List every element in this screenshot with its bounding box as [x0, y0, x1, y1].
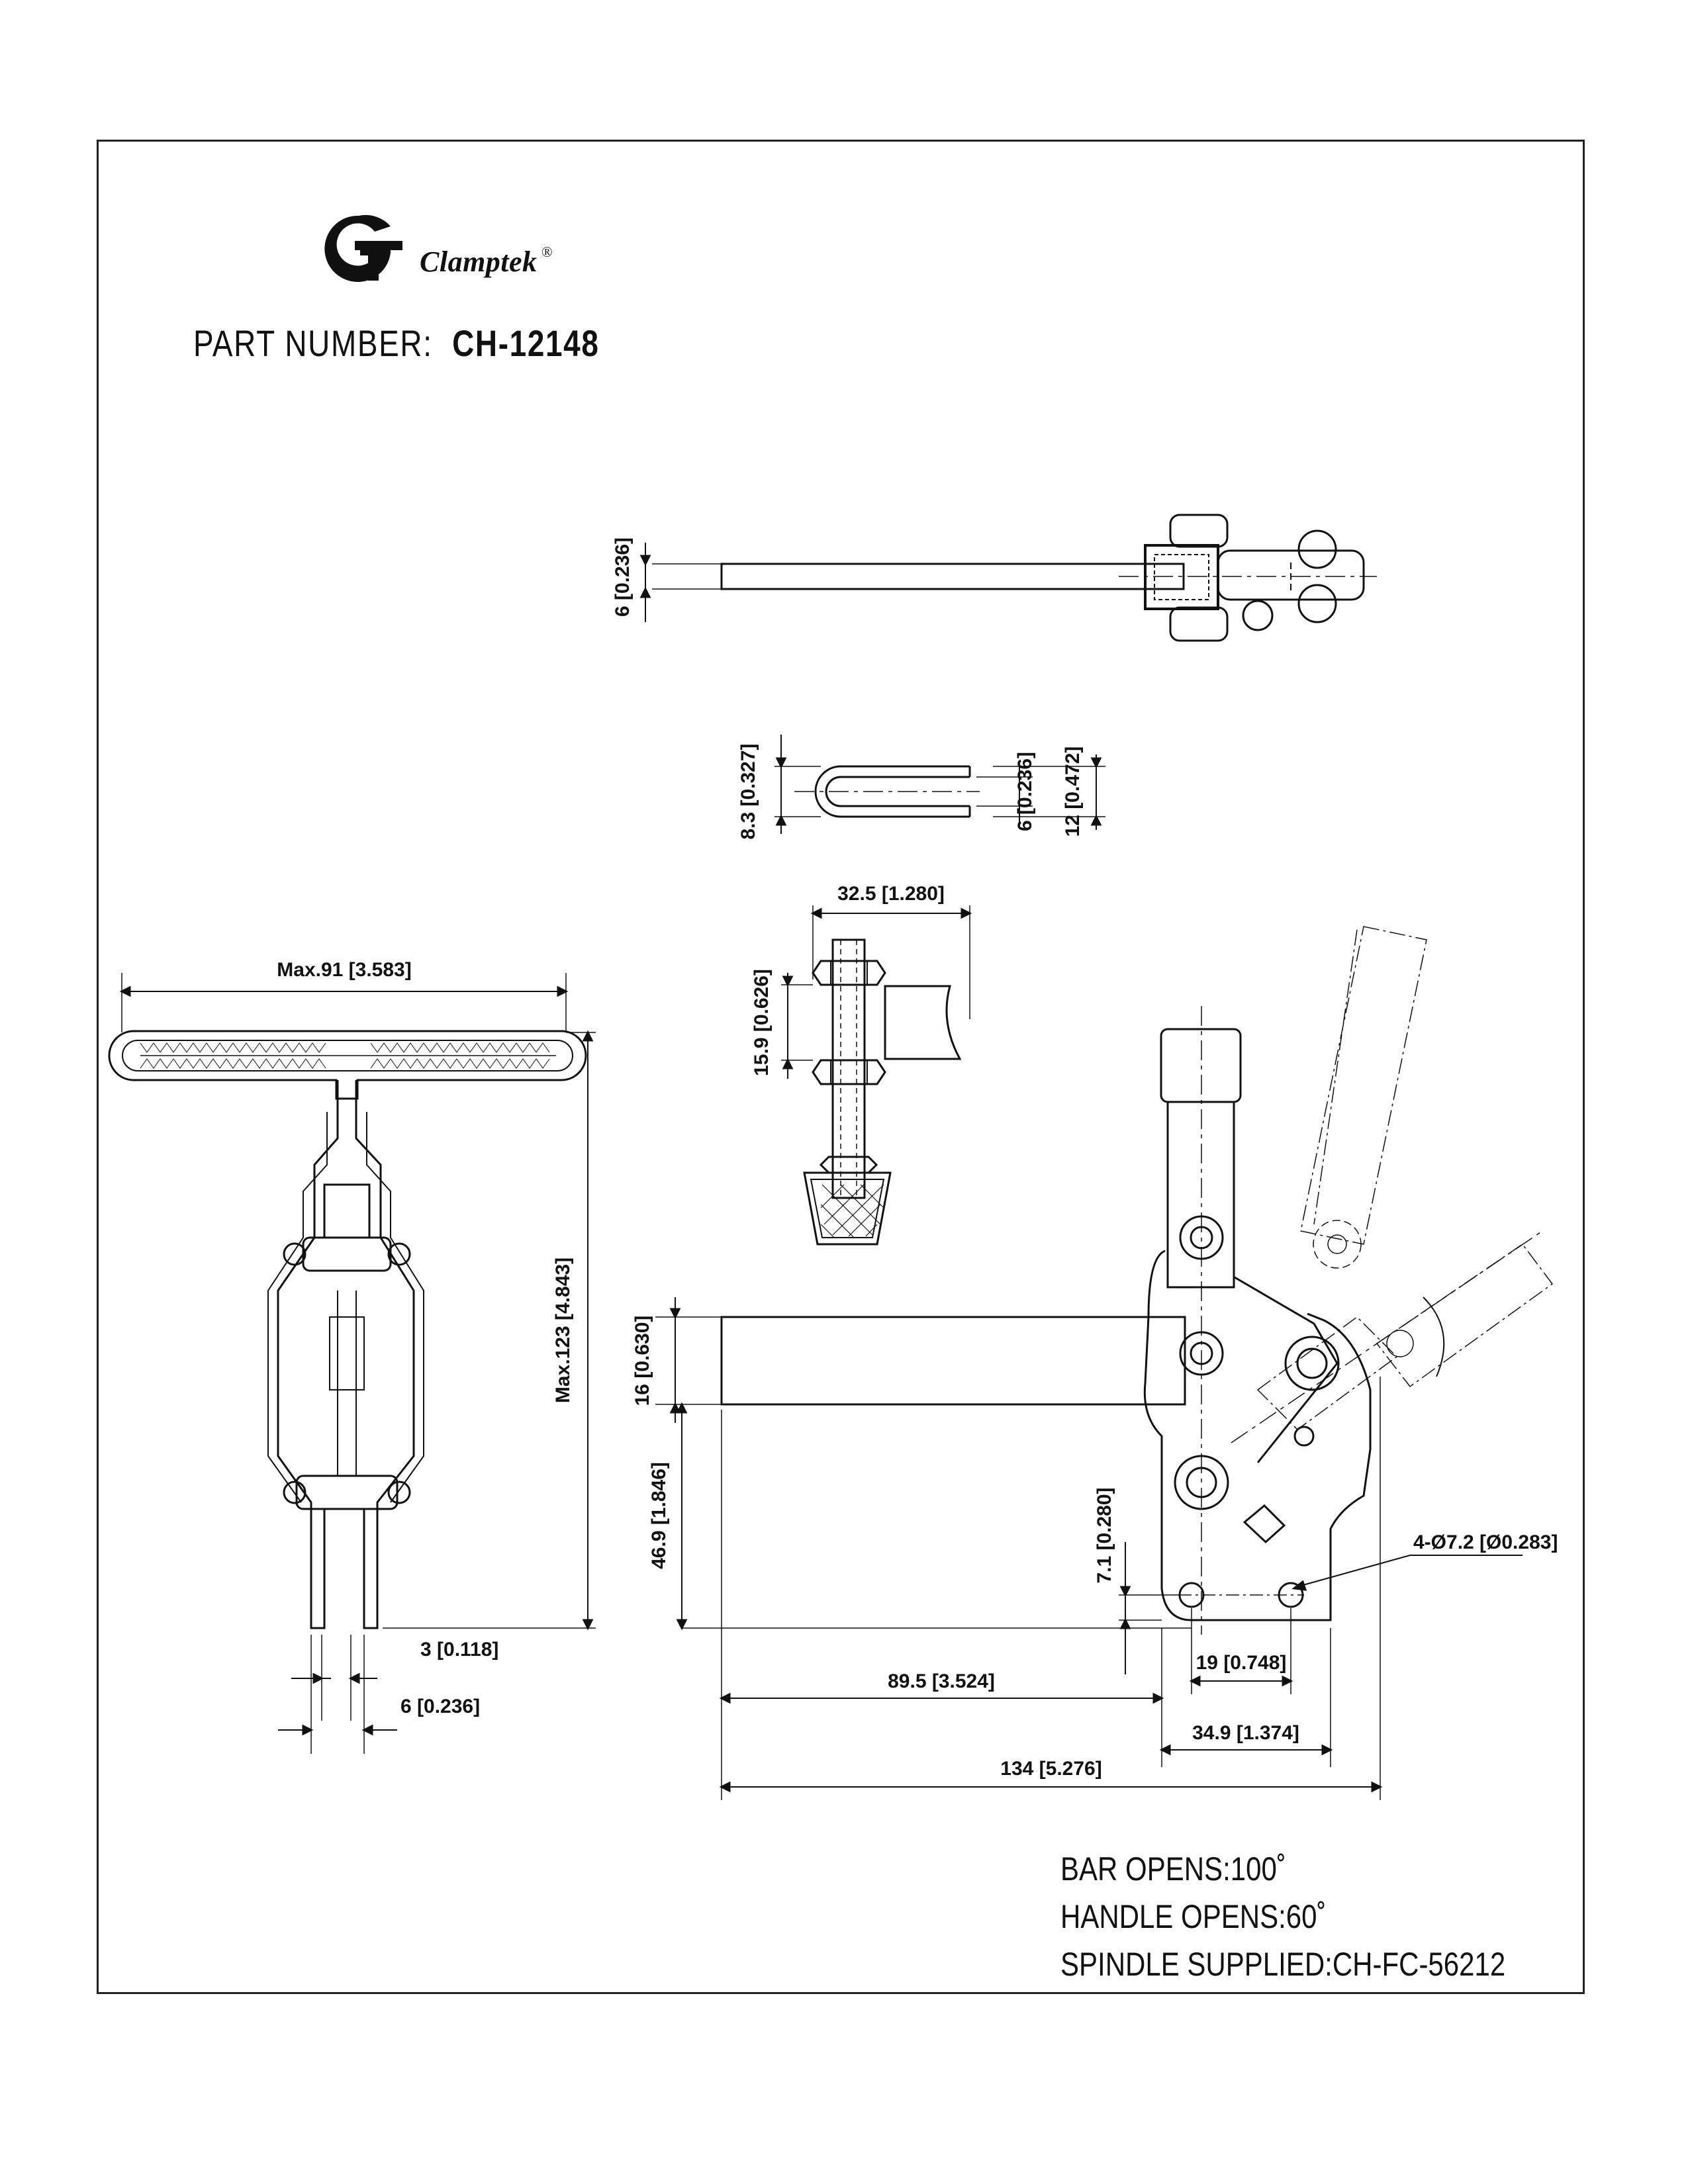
dim-slot-outer: 12 [0.472] — [1062, 747, 1084, 837]
dim-bar-length: 89.5 [3.524] — [888, 1670, 995, 1692]
dim-arm-thickness-3: 3 [0.118] — [420, 1639, 498, 1661]
front-view — [108, 973, 596, 1754]
note-handle-opens: HANDLE OPENS:60˚ — [1060, 1898, 1327, 1935]
slot-detail — [774, 735, 1105, 834]
part-number-value: CH-12148 — [452, 322, 600, 364]
dim-spindle-block: 15.9 [0.626] — [751, 969, 773, 1076]
spec-notes: BAR OPENS:100˚ HANDLE OPENS:60˚ SPINDLE … — [1060, 1845, 1505, 1988]
dim-slot-width: 6 [0.236] — [1014, 752, 1036, 831]
part-number-label: PART NUMBER: — [193, 322, 433, 364]
dim-overall-length: 134 [5.276] — [1000, 1758, 1102, 1780]
brand-name: Clamptek® — [420, 244, 553, 278]
top-view — [639, 514, 1377, 642]
dim-arm-thickness-6: 6 [0.236] — [400, 1696, 480, 1717]
dim-top-thickness: 6 [0.236] — [612, 537, 633, 617]
dim-max-height: Max.123 [4.843] — [552, 1257, 574, 1403]
clamptek-logo-icon — [324, 214, 402, 282]
dim-hole-offset: 7.1 [0.280] — [1094, 1487, 1115, 1583]
spindle-detail — [781, 905, 972, 1246]
dim-spindle-reach: 32.5 [1.280] — [837, 883, 945, 905]
note-bar-opens: BAR OPENS:100˚ — [1060, 1850, 1286, 1888]
note-spindle-supplied: SPINDLE SUPPLIED:CH-FC-56212 — [1060, 1946, 1506, 1983]
side-view — [655, 926, 1554, 1800]
dim-slot-radius: 8.3 [0.327] — [737, 743, 759, 839]
part-number: PART NUMBER: CH-12148 — [193, 322, 600, 365]
dim-mount-holes: 4-Ø7.2 [Ø0.283] — [1413, 1531, 1558, 1553]
dim-hole-spacing: 19 [0.748] — [1196, 1652, 1287, 1674]
drawing-border — [97, 140, 1585, 1994]
dim-max-width: Max.91 [3.583] — [277, 959, 411, 981]
dim-bar-height: 16 [0.630] — [632, 1316, 653, 1406]
dim-bar-elevation: 46.9 [1.846] — [648, 1462, 670, 1569]
dim-base-length: 34.9 [1.374] — [1192, 1722, 1299, 1744]
